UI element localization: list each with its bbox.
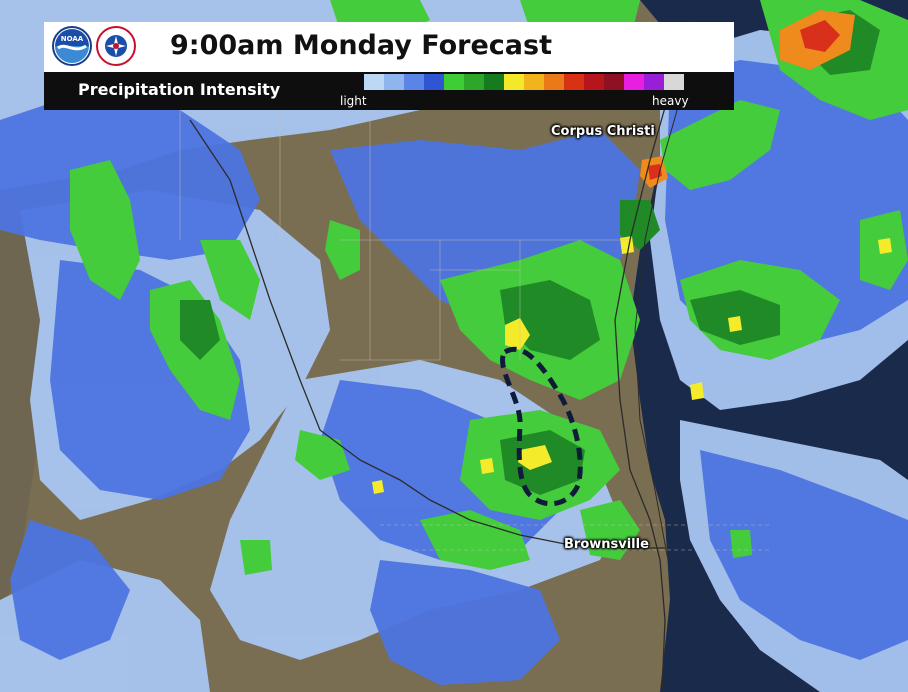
forecast-title: 9:00am Monday Forecast (170, 30, 552, 61)
scale-swatch (624, 74, 644, 90)
rain-yellow (372, 236, 892, 494)
scale-light-label: light (340, 94, 367, 108)
scale-swatch (664, 74, 684, 90)
title-bar: NOAA 9:00am Monday Forecast (44, 22, 734, 72)
coastline (614, 19, 691, 692)
legend-title: Precipitation Intensity (78, 80, 281, 99)
scale-swatch (404, 74, 424, 90)
noaa-logo-text: NOAA (61, 35, 84, 43)
scale-swatch (484, 74, 504, 90)
scale-swatch (384, 74, 404, 90)
rio-grande-border (189, 119, 665, 549)
intensity-color-scale (364, 74, 684, 90)
scale-heavy-label: heavy (652, 94, 689, 108)
nws-logo-icon (96, 26, 136, 66)
scale-swatch (504, 74, 524, 90)
highlight-outline (500, 346, 583, 507)
city-label-corpus-christi: Corpus Christi (551, 124, 655, 139)
scale-swatch (464, 74, 484, 90)
scale-swatch (364, 74, 384, 90)
scale-swatch (564, 74, 584, 90)
barrier-island (634, 29, 701, 561)
noaa-logo-icon: NOAA (52, 26, 92, 66)
county-lines (179, 110, 770, 551)
scale-swatch (444, 74, 464, 90)
legend-bar: Precipitation Intensity light heavy (44, 72, 734, 110)
scale-swatch (604, 74, 624, 90)
scale-swatch (644, 74, 664, 90)
scale-swatch (544, 74, 564, 90)
forecast-header: NOAA 9:00am Monday Forecast Precipitatio… (44, 22, 734, 110)
city-label-brownsville: Brownsville (564, 537, 649, 552)
scale-swatch (584, 74, 604, 90)
scale-swatch (424, 74, 444, 90)
scale-swatch (524, 74, 544, 90)
